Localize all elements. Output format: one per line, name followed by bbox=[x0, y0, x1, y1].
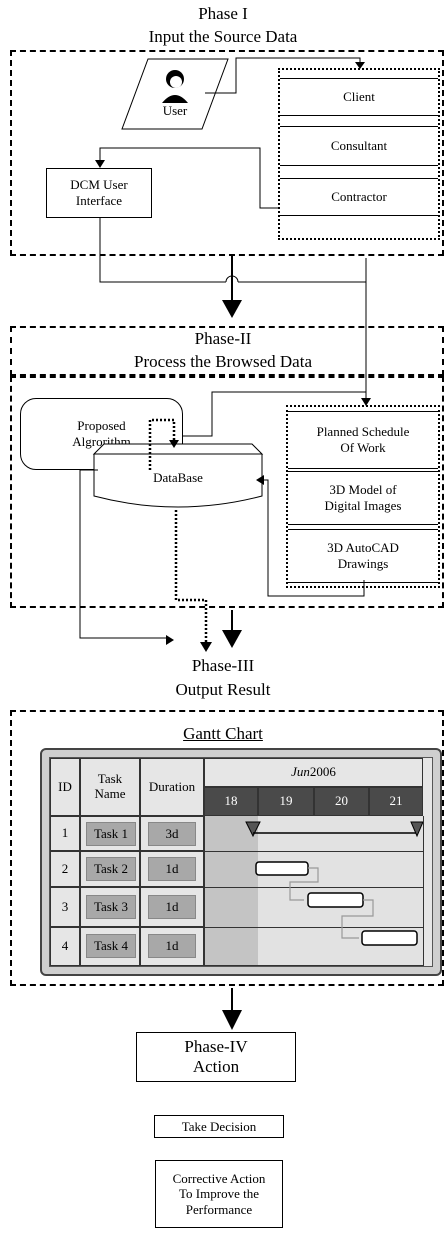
connector-user-to-client bbox=[205, 57, 361, 94]
phase3-title-line1: Phase-III bbox=[191, 656, 255, 675]
gantt-row-1-task-cell bbox=[80, 816, 140, 851]
stakeholder-contractor: Contractor bbox=[280, 178, 438, 216]
gantt-row-1-id: 1 bbox=[50, 816, 80, 851]
gantt-row-3-duration: 1d bbox=[148, 895, 196, 919]
arrowhead bbox=[166, 635, 174, 645]
gantt-row-1-duration-cell bbox=[140, 816, 204, 851]
connector-algorithm-to-output bbox=[79, 469, 170, 639]
source-3d-model: 3D Model of Digital Images bbox=[288, 471, 438, 525]
connector-dcm-right bbox=[238, 258, 367, 283]
user-label: User bbox=[162, 103, 188, 118]
gantt-header-id: ID bbox=[50, 758, 80, 816]
arrowhead bbox=[256, 475, 264, 485]
phase1-container bbox=[10, 50, 444, 256]
gantt-chart-frame: ID Task Name Duration Jun 2006 18 19 20 … bbox=[40, 748, 442, 976]
gantt-header-month: Jun 2006 bbox=[204, 758, 423, 787]
gantt-row-4-task: Task 4 bbox=[86, 934, 136, 958]
source-planned-schedule: Planned Schedule Of Work bbox=[288, 411, 438, 469]
gantt-row-4-duration-cell bbox=[140, 927, 204, 966]
gantt-row-line bbox=[204, 927, 423, 928]
phase4-title-line2: Action bbox=[192, 1057, 240, 1076]
user-avatar-icon bbox=[162, 70, 188, 103]
gantt-chart-body: ID Task Name Duration Jun 2006 18 19 20 … bbox=[49, 757, 433, 967]
gantt-row-line bbox=[204, 965, 423, 966]
gantt-row-2-duration: 1d bbox=[148, 857, 196, 881]
phase3-container bbox=[10, 710, 444, 986]
gantt-link-2-3 bbox=[289, 867, 319, 901]
connector-contractor-to-dcm bbox=[99, 147, 278, 209]
dcm-user-interface-box: DCM User Interface bbox=[46, 168, 152, 218]
gantt-row-4-id: 4 bbox=[50, 927, 80, 966]
gantt-weekend-shade bbox=[204, 816, 259, 966]
stakeholder-stack: Client Consultant Contractor bbox=[278, 68, 440, 240]
phase2-header-container bbox=[10, 326, 444, 376]
stakeholder-client: Client bbox=[280, 78, 438, 116]
connector-dcm-down bbox=[99, 218, 226, 283]
phase1-title-line1: Phase I bbox=[198, 4, 248, 23]
gantt-row-2-duration-cell bbox=[140, 851, 204, 887]
phase1-title-line2: Input the Source Data bbox=[148, 27, 298, 46]
gantt-row-4-task-cell bbox=[80, 927, 140, 966]
arrowhead-bold bbox=[222, 300, 242, 318]
gantt-day-18: 18 bbox=[204, 787, 258, 816]
source-3d-autocad: 3D AutoCAD Drawings bbox=[288, 529, 438, 583]
arrowhead bbox=[200, 642, 212, 652]
gantt-day-21: 21 bbox=[369, 787, 423, 816]
gantt-row-1-task: Task 1 bbox=[86, 822, 136, 846]
connector-algorithm-to-db bbox=[148, 418, 176, 470]
database-label: DataBase bbox=[153, 470, 203, 485]
gantt-link-3-4 bbox=[341, 899, 374, 939]
gantt-summary-start-marker bbox=[245, 821, 261, 838]
user-input-shape bbox=[121, 58, 229, 130]
sources-stack: Planned Schedule Of Work 3D Model of Dig… bbox=[286, 405, 440, 588]
gantt-header-task: Task Name bbox=[80, 758, 140, 816]
gantt-row-line bbox=[204, 851, 423, 852]
connector-autocad-to-db bbox=[264, 479, 365, 597]
gantt-row-2-task-cell bbox=[80, 851, 140, 887]
gantt-day-20: 20 bbox=[314, 787, 369, 816]
phase2-title-line1: Phase-II bbox=[194, 329, 252, 348]
phase4-box: Phase-IV Action bbox=[136, 1032, 296, 1082]
gantt-row-3-task-cell bbox=[80, 887, 140, 927]
gantt-row-3-id: 3 bbox=[50, 887, 80, 927]
stakeholder-consultant: Consultant bbox=[280, 126, 438, 166]
gantt-row-line bbox=[204, 887, 423, 888]
gantt-row-2-id: 2 bbox=[50, 851, 80, 887]
gantt-row-2-task: Task 2 bbox=[86, 857, 136, 881]
arrowhead bbox=[95, 160, 105, 168]
take-decision-box: Take Decision bbox=[154, 1115, 284, 1138]
gantt-row-3-task: Task 3 bbox=[86, 895, 136, 919]
gantt-year-label: 2006 bbox=[309, 764, 336, 780]
connector-algorithm-to-schedule bbox=[183, 391, 366, 437]
connector-db-to-output bbox=[174, 510, 208, 645]
arrowhead-bold bbox=[222, 1010, 242, 1030]
gantt-day-19: 19 bbox=[258, 787, 314, 816]
gantt-row-1-duration: 3d bbox=[148, 822, 196, 846]
arrowhead bbox=[169, 440, 179, 448]
gantt-header-duration: Duration bbox=[140, 758, 204, 816]
database-shape-body bbox=[92, 443, 264, 508]
gantt-bars bbox=[245, 821, 423, 946]
gantt-bar-task-4 bbox=[361, 930, 418, 946]
phase2-title-line2: Process the Browsed Data bbox=[134, 352, 312, 371]
arrowhead bbox=[355, 62, 365, 69]
phase2-container bbox=[10, 376, 444, 608]
corrective-action-box: Corrective Action To Improve the Perform… bbox=[155, 1160, 283, 1228]
arrowhead bbox=[361, 398, 371, 406]
gantt-summary-end-marker bbox=[410, 821, 423, 838]
phase3-title-line2: Output Result bbox=[175, 680, 271, 699]
gantt-title: Gantt Chart bbox=[183, 724, 263, 743]
phase4-title-line1: Phase-IV bbox=[184, 1036, 248, 1056]
gantt-row-4-duration: 1d bbox=[148, 934, 196, 958]
arrowhead-bold bbox=[222, 630, 242, 648]
gantt-month-label: Jun bbox=[291, 764, 310, 780]
gantt-row-3-duration-cell bbox=[140, 887, 204, 927]
